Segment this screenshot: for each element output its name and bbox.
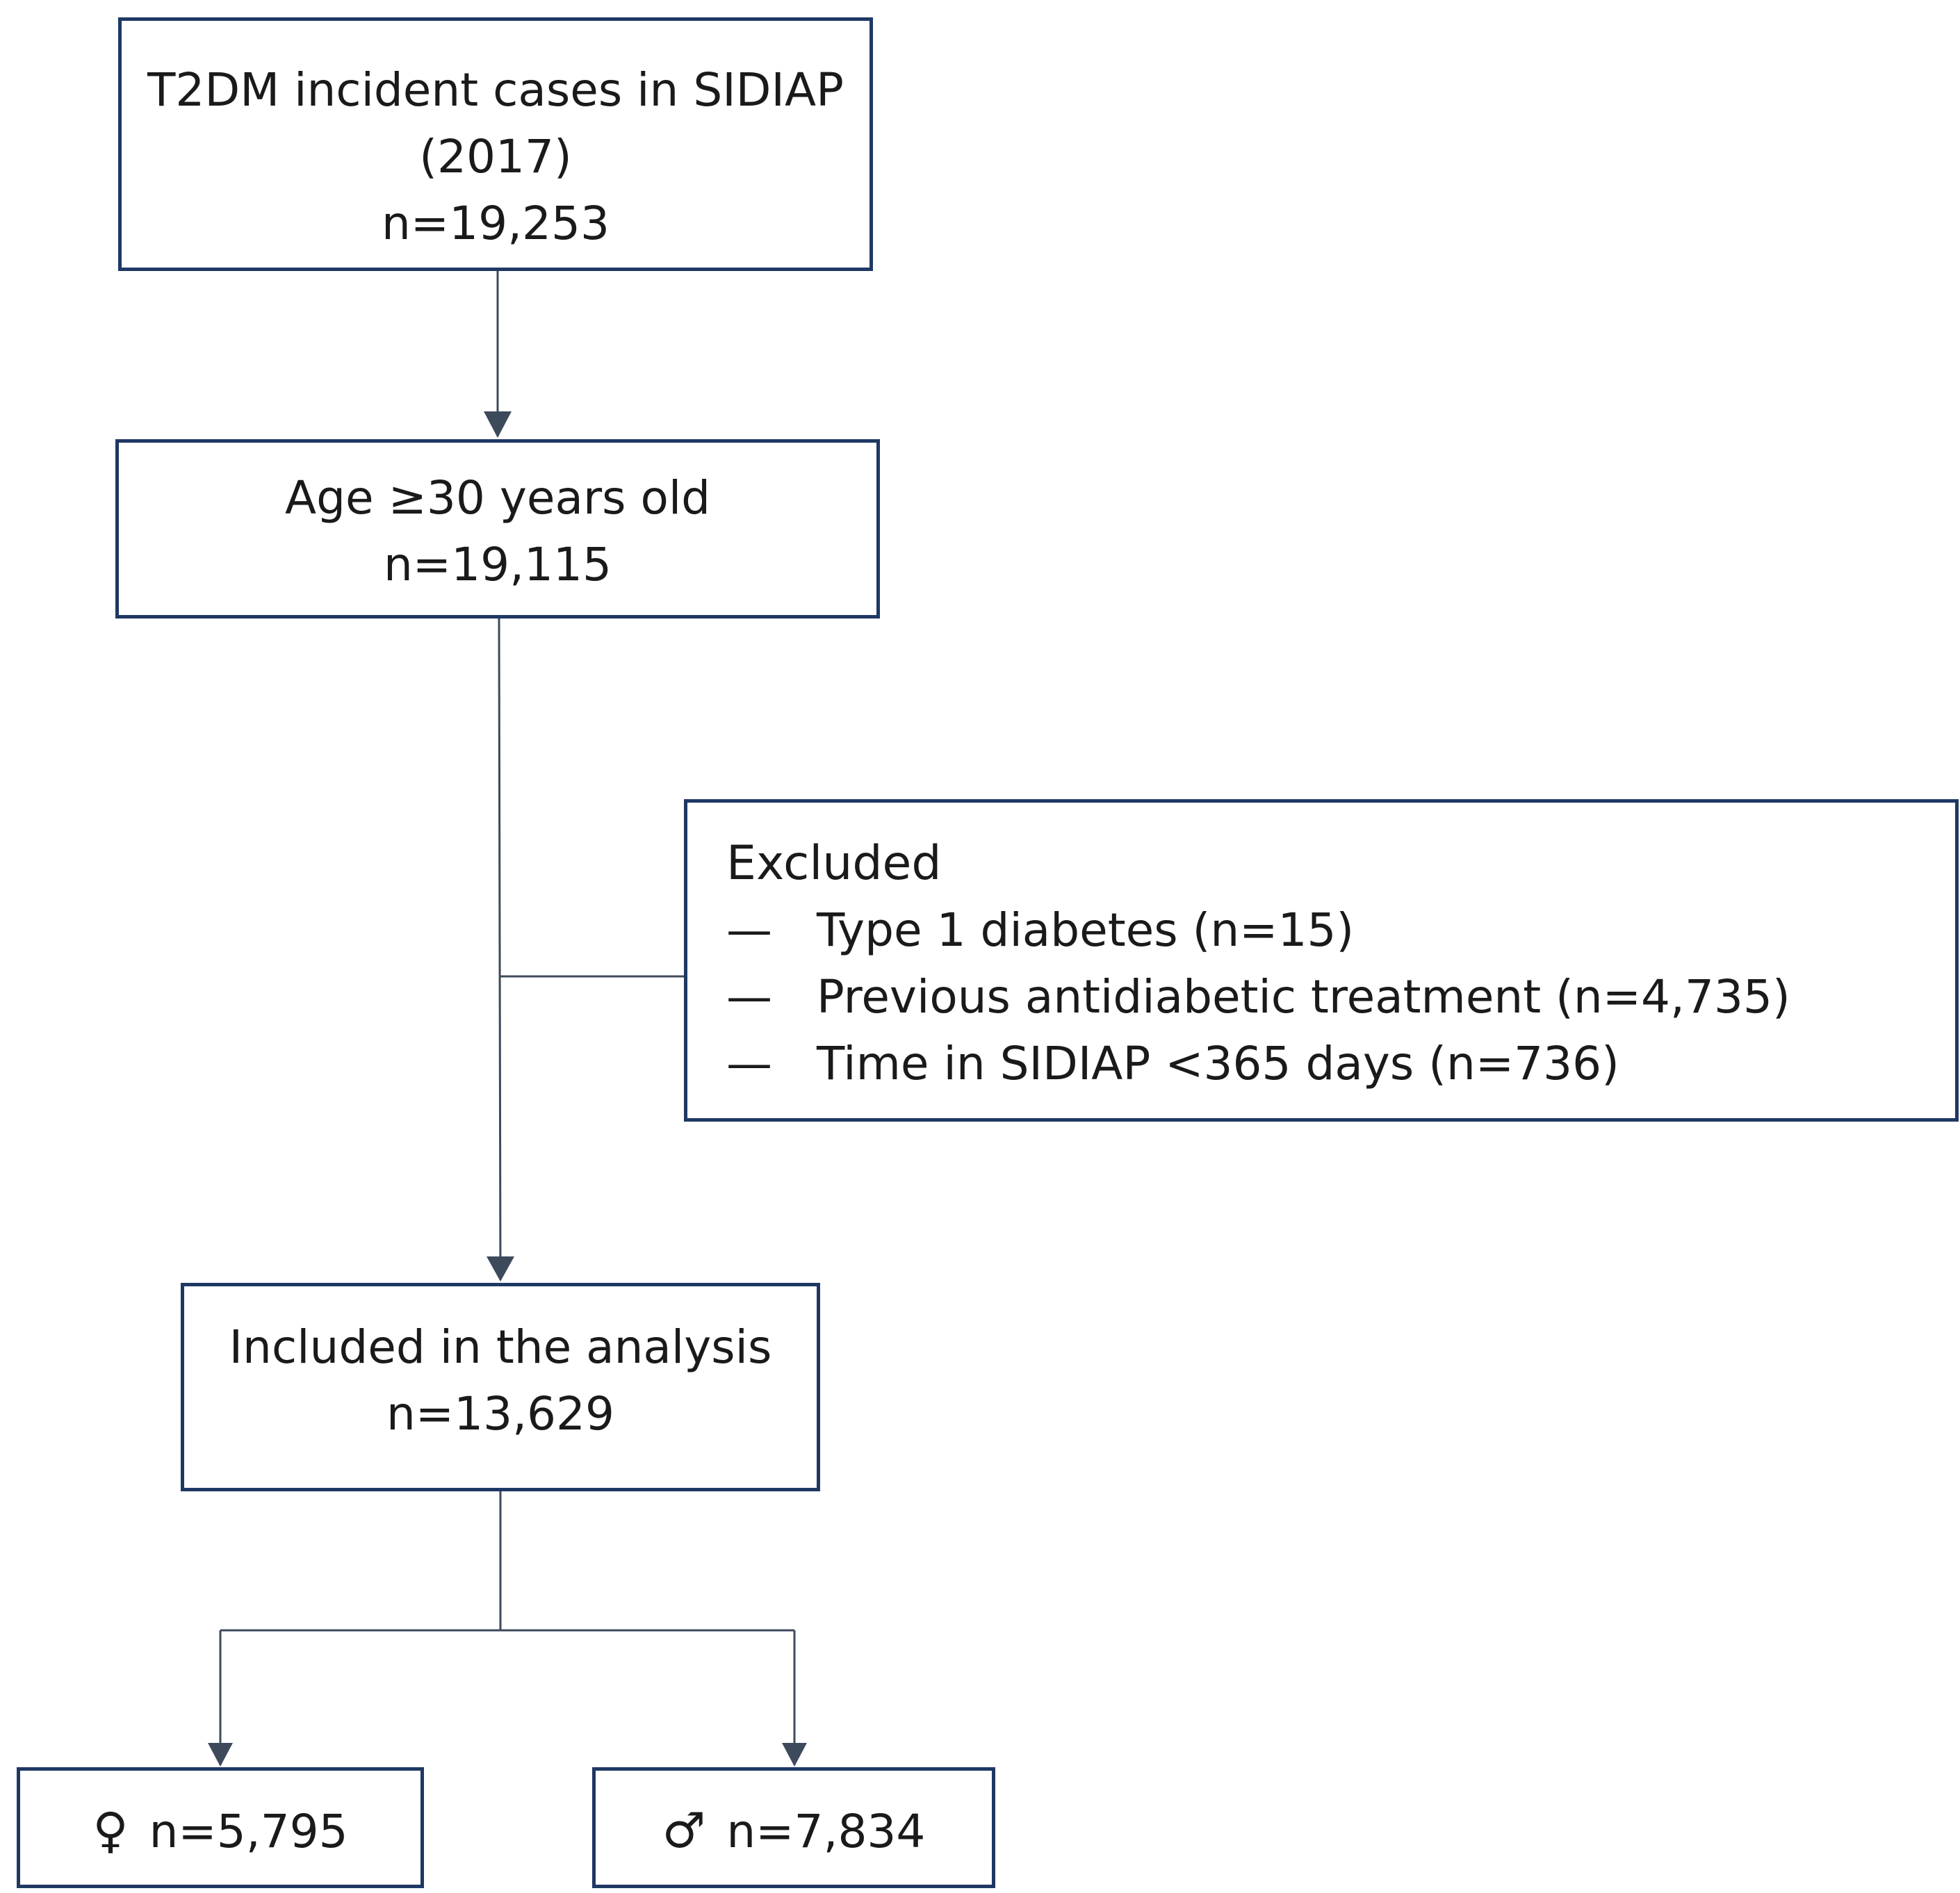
excluded-title: Excluded bbox=[726, 836, 942, 891]
excluded-item-text: Type 1 diabetes (n=15) bbox=[817, 903, 1355, 957]
included-label: Included in the analysis bbox=[229, 1320, 772, 1374]
female-count: n=5,795 bbox=[149, 1805, 348, 1858]
start-title: T2DM incident cases in SIDIAP bbox=[147, 63, 844, 117]
male-count: n=7,834 bbox=[726, 1805, 926, 1858]
excluded-item-dash: — bbox=[726, 1037, 772, 1090]
excluded-item: — Previous antidiabetic treatment (n=4,7… bbox=[726, 964, 1955, 1031]
box-included-in-analysis: Included in the analysis n=13,629 bbox=[181, 1283, 820, 1491]
box-male: ♂ n=7,834 bbox=[592, 1767, 995, 1888]
excluded-item-dash: — bbox=[726, 903, 772, 957]
box-age-filter: Age ≥30 years old n=19,115 bbox=[115, 439, 880, 618]
box-female: ♀ n=5,795 bbox=[17, 1767, 424, 1888]
excluded-item: — Type 1 diabetes (n=15) bbox=[726, 897, 1955, 964]
box-excluded: Excluded — Type 1 diabetes (n=15) — Prev… bbox=[684, 799, 1959, 1122]
age-count: n=19,115 bbox=[383, 538, 612, 591]
excluded-item-text: Previous antidiabetic treatment (n=4,735… bbox=[817, 970, 1790, 1024]
excluded-item-text: Time in SIDIAP <365 days (n=736) bbox=[817, 1037, 1619, 1090]
arrowhead-female bbox=[208, 1743, 233, 1767]
excluded-item: — Time in SIDIAP <365 days (n=736) bbox=[726, 1031, 1955, 1097]
start-year: (2017) bbox=[419, 130, 572, 183]
box-t2dm-incident-cases: T2DM incident cases in SIDIAP (2017) n=1… bbox=[118, 17, 873, 271]
female-symbol-icon: ♀ bbox=[92, 1802, 129, 1859]
excluded-item-dash: — bbox=[726, 970, 772, 1024]
arrow-age-to-included bbox=[498, 618, 502, 1281]
arrowhead-age bbox=[484, 411, 512, 438]
arrowhead-male bbox=[782, 1743, 807, 1767]
included-count: n=13,629 bbox=[386, 1387, 615, 1441]
arrowhead-included bbox=[487, 1256, 514, 1281]
age-criterion: Age ≥30 years old bbox=[284, 471, 711, 525]
male-symbol-icon: ♂ bbox=[662, 1802, 706, 1859]
start-count: n=19,253 bbox=[381, 197, 610, 250]
